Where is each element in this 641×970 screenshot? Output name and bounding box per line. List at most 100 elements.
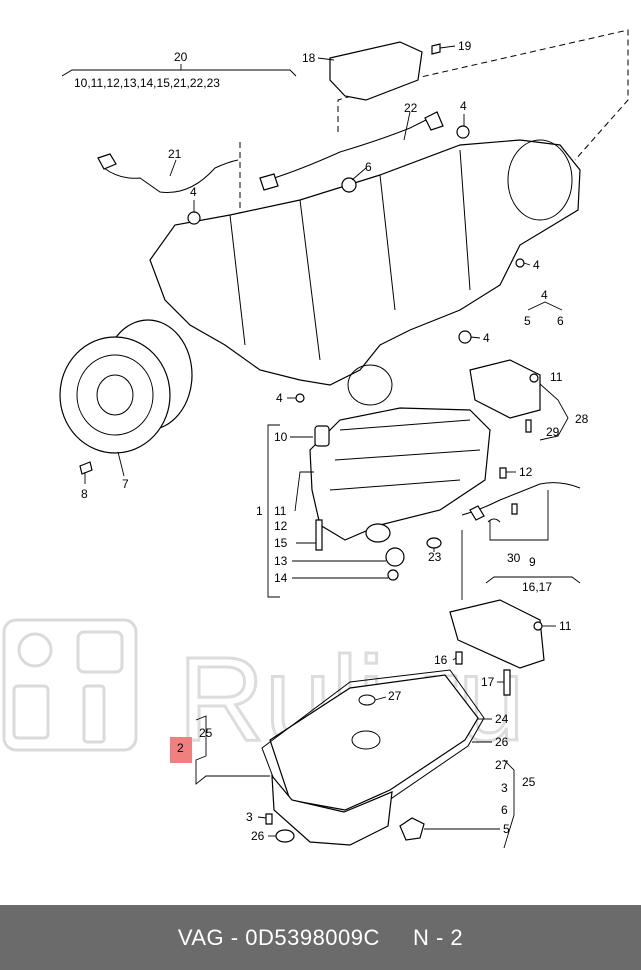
leader-19 (439, 45, 456, 49)
leader-7 (117, 451, 125, 477)
leader-6 (351, 167, 367, 181)
bolt-15 (315, 519, 323, 551)
label-1: 1 (256, 504, 263, 518)
watermark-bottle-icon (12, 684, 50, 740)
label-24: 24 (495, 712, 509, 726)
valve-body (309, 407, 491, 541)
valve-body-detail (329, 419, 481, 491)
transmission-housing (149, 139, 581, 386)
label-12-b: 12 (519, 465, 533, 479)
label-4-top: 4 (541, 288, 548, 302)
bolt-19 (431, 43, 441, 55)
bracket-25a (195, 715, 270, 785)
label-26-b: 26 (251, 829, 265, 843)
seal-11-a (529, 373, 539, 383)
connector-22 (259, 173, 279, 191)
part-28-unit (469, 359, 541, 419)
label-16: 16 (434, 653, 448, 667)
part-labels: 20 10,11,12,13,14,15,21,22,23 18 19 22 2… (74, 39, 589, 843)
bolt-30 (511, 503, 518, 515)
label-2: 2 (177, 741, 184, 755)
bolt-6 (341, 177, 357, 193)
label-11-a: 11 (550, 370, 563, 384)
watermark-door-icon (76, 630, 124, 674)
label-7: 7 (122, 477, 129, 491)
label-26-a: 26 (495, 735, 509, 749)
oil-pan-base (271, 774, 393, 846)
leader-16 (452, 657, 457, 661)
watermark-gear-icon (17, 632, 53, 668)
connector-22b (424, 111, 444, 131)
label-27-b: 27 (495, 758, 509, 772)
footer-brand: VAG (177, 924, 225, 950)
footer-part-number: 0D5398009C (245, 924, 380, 950)
parts-diagram: Ruli.ru (2, 29, 629, 849)
bracket-28 (539, 383, 569, 441)
label-4-b: 4 (460, 99, 467, 113)
bolt-4-b (456, 125, 470, 139)
rear-housing (507, 139, 573, 221)
sensor-30 (469, 505, 485, 521)
spring-10 (314, 425, 330, 447)
label-27-a: 27 (388, 689, 402, 703)
bracket-25b (503, 759, 515, 849)
bracket-30 (489, 490, 549, 541)
label-3-b: 3 (501, 781, 508, 795)
footer-separator: - (224, 924, 246, 950)
cable-22 (267, 117, 431, 181)
leader-11b (294, 471, 314, 512)
label-16-17: 16,17 (522, 580, 552, 594)
cable-21 (103, 159, 239, 193)
label-17: 17 (481, 675, 495, 689)
footer-ref: N - 2 (412, 924, 464, 950)
label-11-c: 11 (559, 619, 572, 633)
label-20-list: 10,11,12,13,14,15,21,22,23 (74, 76, 220, 90)
label-9: 9 (529, 555, 536, 569)
dashed-frame-top (337, 29, 629, 161)
label-23: 23 (428, 550, 442, 564)
label-3-a: 3 (246, 810, 253, 824)
label-11-b: 11 (274, 504, 287, 518)
label-21: 21 (168, 147, 182, 161)
label-18: 18 (302, 51, 316, 65)
leader-21 (169, 159, 177, 177)
output-flange (347, 364, 393, 406)
watermark-icon-frame (2, 618, 138, 752)
label-6-r: 6 (557, 314, 564, 328)
clip-30 (487, 518, 501, 523)
label-4-a: 4 (190, 185, 197, 199)
bolt-29 (525, 419, 532, 433)
label-14: 14 (274, 571, 288, 585)
watermark-shock-icon (82, 684, 106, 744)
label-12-a: 12 (274, 519, 288, 533)
control-module (449, 599, 545, 669)
label-4-e: 4 (276, 391, 283, 405)
highlight-marker (170, 737, 192, 763)
label-19: 19 (458, 39, 472, 53)
housing-detail-4 (459, 149, 471, 291)
seal-26 (275, 829, 295, 843)
bolt-3 (265, 813, 273, 825)
label-4-d: 4 (483, 331, 490, 345)
bolt-17 (503, 669, 511, 696)
leader-4c (523, 262, 531, 266)
label-8: 8 (81, 487, 88, 501)
bracket-456 (527, 301, 563, 311)
housing-detail-2 (299, 199, 321, 361)
label-5-r: 5 (524, 314, 531, 328)
label-25-b: 25 (522, 775, 536, 789)
solenoid-13 (385, 547, 405, 567)
housing-detail-3 (379, 174, 396, 311)
label-25-a: 25 (199, 726, 213, 740)
bolt-16 (455, 651, 463, 665)
label-6-b: 6 (501, 803, 508, 817)
footer-gap (380, 925, 413, 951)
footer-bar: VAG - 0D5398009C N - 2 (0, 905, 641, 970)
label-10: 10 (274, 430, 288, 444)
part-18-cover (329, 41, 423, 101)
filter-27 (351, 730, 381, 750)
connector-body (365, 523, 391, 543)
bolt-4-a (187, 211, 201, 225)
leader-22 (403, 111, 411, 141)
leader-27a (374, 696, 387, 701)
